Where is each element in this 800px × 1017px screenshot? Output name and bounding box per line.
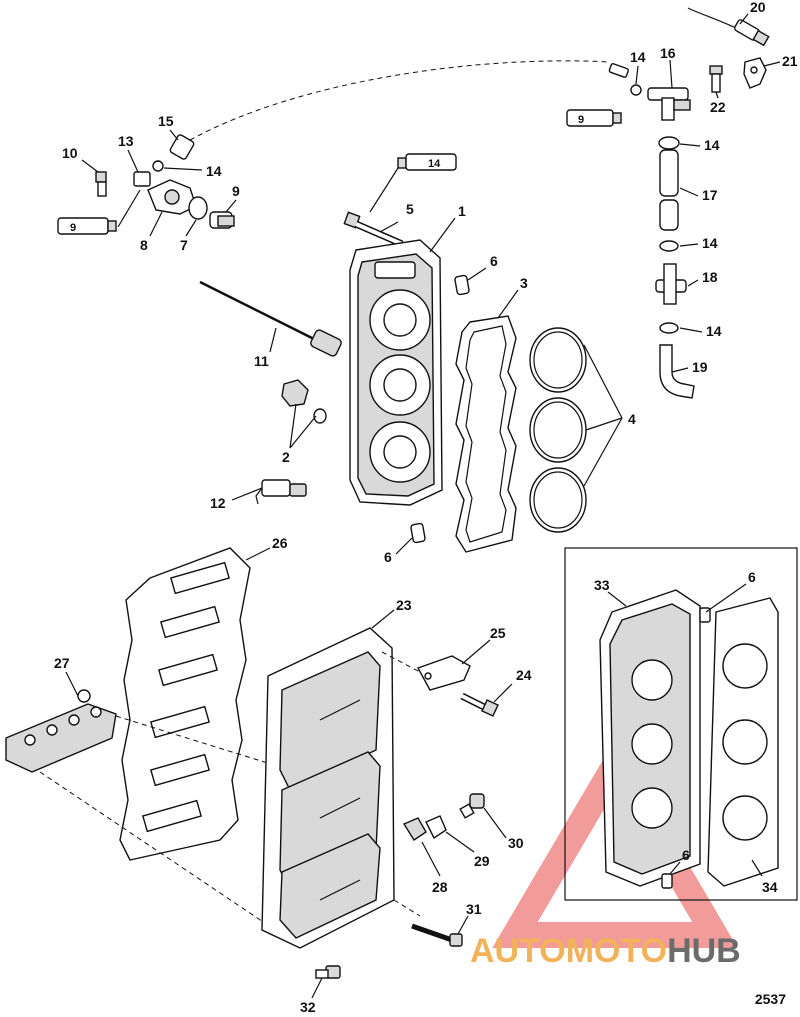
part-28-29-clip xyxy=(402,815,447,841)
callout-labels: 1 2 3 4 5 6 6 6 6 7 8 9 10 11 12 13 14 1… xyxy=(54,0,798,1015)
part-9-sealant-tube-left xyxy=(57,217,117,235)
part-6-dowel-top xyxy=(454,274,470,296)
callout-16: 16 xyxy=(660,45,676,61)
watermark-logo: AUTOMOTOHUB xyxy=(470,932,800,972)
assembly-dash-lines-left xyxy=(39,715,291,941)
callout-31: 31 xyxy=(466,901,482,917)
callout-6: 6 xyxy=(384,549,392,565)
part-21-clip xyxy=(743,57,767,89)
part-25-clip xyxy=(416,655,471,691)
part-32-screw xyxy=(315,965,341,979)
callout-2: 2 xyxy=(282,449,290,465)
callout-leader-lines xyxy=(65,13,781,999)
callout-21: 21 xyxy=(782,53,798,69)
part-31-bolt xyxy=(411,923,463,947)
callout-23: 23 xyxy=(396,597,412,613)
hose-assembly-right xyxy=(655,136,695,399)
part-3-gasket xyxy=(455,315,517,553)
callout-28: 28 xyxy=(432,879,448,895)
callout-19: 19 xyxy=(692,359,708,375)
part-15-hose-end xyxy=(608,63,629,78)
part-27-reed-block xyxy=(5,689,117,773)
tube-9-leader xyxy=(117,189,141,228)
tube-9-right-label: 9 xyxy=(578,114,584,126)
callout-34: 34 xyxy=(762,879,778,895)
callout-5: 5 xyxy=(406,201,414,217)
callout-20: 20 xyxy=(750,0,766,15)
callout-4: 4 xyxy=(628,411,636,427)
callout-29: 29 xyxy=(474,853,490,869)
part-9-thermostat xyxy=(209,211,235,229)
part-6-dowel-inset-bottom xyxy=(661,873,673,889)
part-12-sender xyxy=(255,479,307,505)
callout-13: 13 xyxy=(118,133,134,149)
part-9-sealant-tube-right xyxy=(566,109,622,127)
callout-10: 10 xyxy=(62,145,78,161)
callout-11: 11 xyxy=(254,353,269,369)
callout-6: 6 xyxy=(682,847,690,863)
part-2-fitting xyxy=(281,379,327,424)
callout-30: 30 xyxy=(508,835,524,851)
part-13-fitting xyxy=(133,171,151,187)
part-11-temperature-probe xyxy=(199,280,342,357)
watermark-text-gray: HUB xyxy=(667,932,741,970)
part-24-bolt xyxy=(460,692,499,717)
part-1-cover xyxy=(349,239,443,506)
callout-26: 26 xyxy=(272,535,288,551)
inset-box xyxy=(564,547,798,901)
callout-18: 18 xyxy=(702,269,718,285)
part-23-manifold xyxy=(261,627,395,949)
callout-8: 8 xyxy=(140,237,148,253)
part-33-cylinder-head xyxy=(599,589,701,887)
part-15-hose xyxy=(169,134,195,160)
assembly-dash-lines-right xyxy=(381,651,421,917)
callout-1: 1 xyxy=(458,203,466,219)
part-10-screw xyxy=(95,171,107,197)
callout-24: 24 xyxy=(516,667,532,683)
callout-7: 7 xyxy=(180,237,188,253)
part-14-clamp-left xyxy=(152,160,164,172)
callout-32: 32 xyxy=(300,999,316,1015)
callout-33: 33 xyxy=(594,577,610,593)
part-16-tee-fitting xyxy=(647,87,691,121)
part-6-dowel-bottom xyxy=(410,522,426,544)
diagram-number: 2537 xyxy=(754,991,786,1007)
callout-14: 14 xyxy=(704,137,720,153)
callout-14: 14 xyxy=(706,323,722,339)
callout-3: 3 xyxy=(520,275,528,291)
part-5-bolt xyxy=(343,211,404,248)
tube-14-leader xyxy=(369,167,399,213)
callout-27: 27 xyxy=(54,655,70,671)
hose-route-line xyxy=(189,60,611,141)
part-22-screw xyxy=(709,65,723,93)
callout-15: 15 xyxy=(158,113,174,129)
callout-25: 25 xyxy=(490,625,506,641)
callout-9: 9 xyxy=(232,183,240,199)
watermark-text-orange: AUTOMOTO xyxy=(470,932,668,970)
callout-14: 14 xyxy=(630,49,646,65)
tube-14-top-label: 14 xyxy=(428,158,441,170)
callout-14: 14 xyxy=(702,235,718,251)
callout-6: 6 xyxy=(490,253,498,269)
part-30-screw xyxy=(459,793,485,819)
part-14-clamp-top xyxy=(630,84,642,96)
callout-17: 17 xyxy=(702,187,718,203)
callout-14: 14 xyxy=(206,163,222,179)
part-34-head-gasket xyxy=(707,597,779,887)
callout-6: 6 xyxy=(748,569,756,585)
tube-9-left-label: 9 xyxy=(70,222,76,234)
callout-12: 12 xyxy=(210,495,226,511)
part-4-o-rings xyxy=(529,327,623,533)
part-14-sealant-tube-top xyxy=(397,153,457,171)
part-26-plate xyxy=(119,547,251,861)
callout-22: 22 xyxy=(710,99,726,115)
part-7-seal xyxy=(188,196,208,220)
part-20-sensor xyxy=(687,7,770,47)
